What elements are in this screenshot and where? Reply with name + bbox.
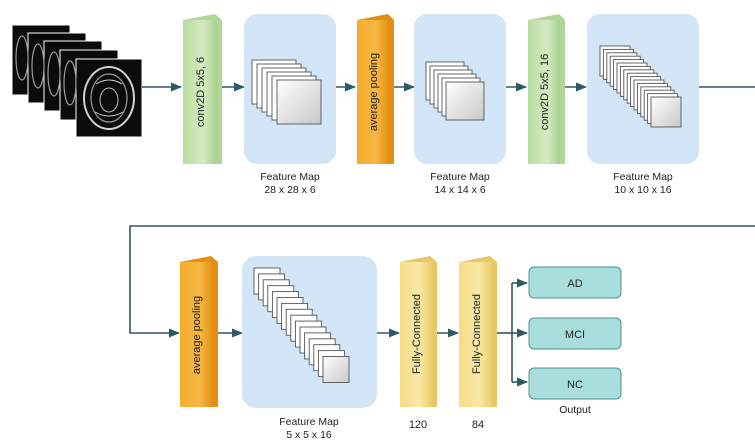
output-class-mci: MCI <box>528 317 622 350</box>
fully-connected-1-units: 120 <box>409 419 427 431</box>
fully-connected-1-label: Fully-Connected <box>411 294 423 374</box>
feature-map-3-title: Feature Map <box>613 171 673 183</box>
feature-map-3: Feature Map 10 x 10 x 16 <box>587 14 699 196</box>
feature-map-4-dims: 5 x 5 x 16 <box>286 429 332 441</box>
fully-connected-layer-1: Fully-Connected 120 <box>400 256 437 431</box>
feature-map-1-title: Feature Map <box>260 171 320 183</box>
output-class-nc: NC <box>528 367 622 400</box>
feature-map-sheet <box>650 96 682 128</box>
pooling-layer-1: average pooling <box>357 14 394 164</box>
feature-map-4-sheets <box>253 267 350 383</box>
feature-map-2: Feature Map 14 x 14 x 6 <box>414 14 506 196</box>
pooling-layer-1-label: average pooling <box>368 53 380 131</box>
pooling-layer-2-label: average pooling <box>191 296 203 374</box>
feature-map-2-dims: 14 x 14 x 6 <box>434 184 486 196</box>
feature-map-4: Feature Map 5 x 5 x 16 <box>242 256 377 441</box>
conv-layer-1-label: conv2D 5x5, 6 <box>195 57 207 127</box>
feature-map-3-dims: 10 x 10 x 16 <box>614 184 671 196</box>
row-connector-arrow <box>129 225 755 338</box>
feature-map-sheet <box>276 79 322 125</box>
output-class-nc-label: NC <box>567 379 583 391</box>
feature-map-1: Feature Map 28 x 28 x 6 <box>244 14 336 196</box>
feature-map-sheet <box>445 81 485 121</box>
conv-layer-2-label: conv2D 5x5, 16 <box>539 54 551 130</box>
feature-map-4-title: Feature Map <box>279 416 339 428</box>
feature-map-2-sheets <box>425 61 485 121</box>
output-class-ad: AD <box>528 266 622 299</box>
fully-connected-2-units: 84 <box>472 419 484 431</box>
output-classes: AD MCI NC Output <box>528 266 622 416</box>
feature-map-1-sheets <box>251 59 322 125</box>
fully-connected-2-label: Fully-Connected <box>471 294 483 374</box>
row2-arrows <box>218 278 529 387</box>
feature-map-1-dims: 28 x 28 x 6 <box>264 184 316 196</box>
feature-map-sheet <box>322 356 350 383</box>
input-mri-stack <box>11 24 143 138</box>
fully-connected-layer-2: Fully-Connected 84 <box>459 256 497 431</box>
feature-map-2-title: Feature Map <box>430 171 490 183</box>
output-class-ad-label: AD <box>567 278 582 290</box>
output-caption: Output <box>559 404 591 416</box>
conv-layer-2: conv2D 5x5, 16 <box>528 14 565 164</box>
pooling-layer-2: average pooling <box>180 256 218 407</box>
output-class-mci-label: MCI <box>565 329 585 341</box>
feature-map-3-sheets <box>599 45 682 128</box>
brain-scan-icon <box>15 35 135 130</box>
conv-layer-1: conv2D 5x5, 6 <box>183 14 222 164</box>
